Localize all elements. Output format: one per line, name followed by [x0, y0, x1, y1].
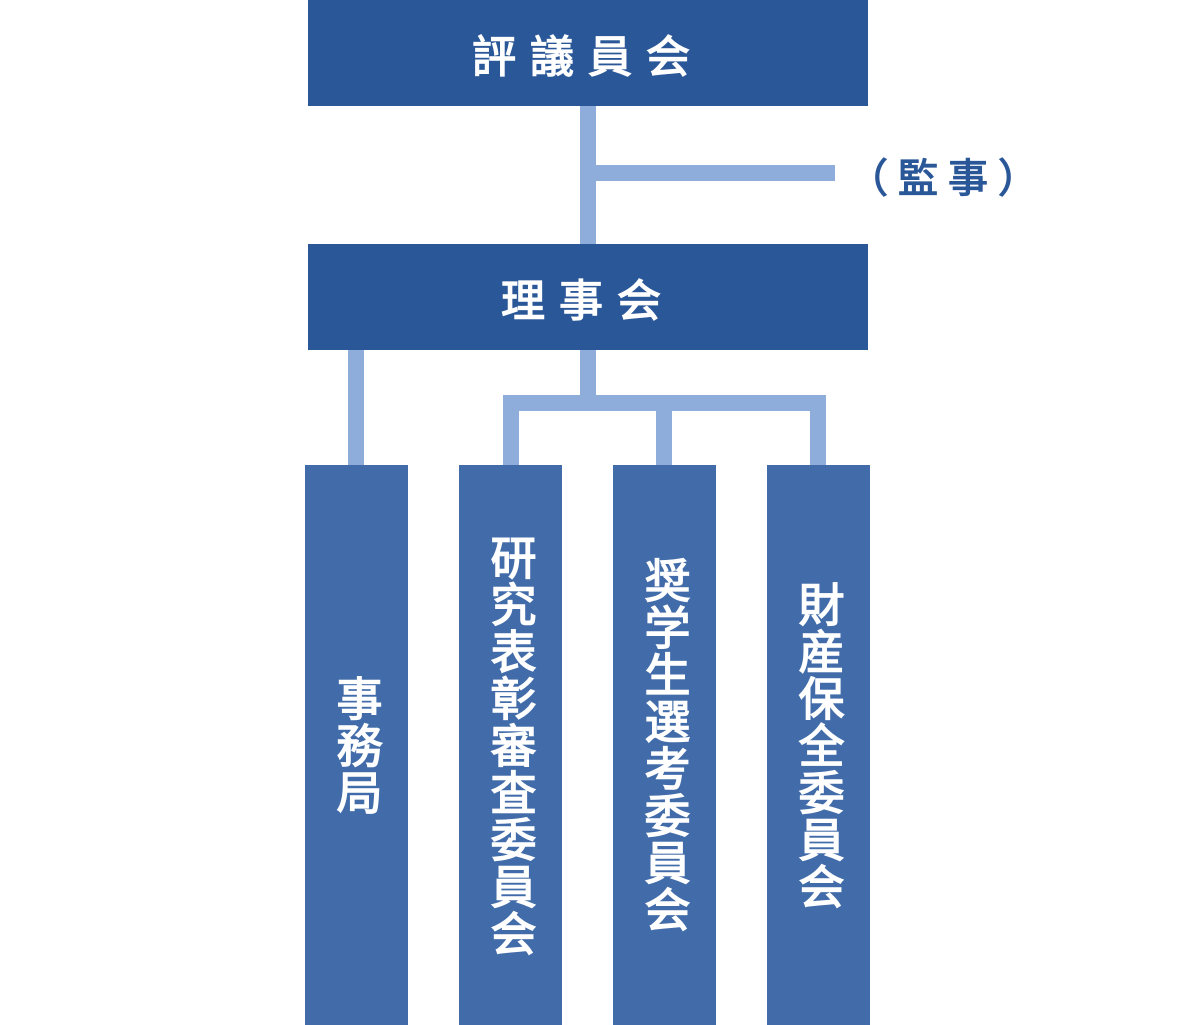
- council-label: 評議員会: [472, 32, 704, 83]
- research-award-committee-label: 研究表彰審査委員会: [483, 533, 538, 957]
- council-box: 評議員会: [308, 0, 868, 106]
- research-award-committee-box: 研究表彰審査委員会: [459, 465, 562, 1025]
- asset-committee-box: 財産保全委員会: [767, 465, 870, 1025]
- connector-council-board: [580, 106, 596, 244]
- connector-research: [503, 395, 519, 465]
- connector-scholarship: [656, 395, 672, 465]
- connector-board-committees: [580, 350, 596, 400]
- secretariat-label: 事務局: [329, 674, 384, 816]
- scholarship-committee-box: 奨学生選考委員会: [613, 465, 716, 1025]
- connector-auditor: [596, 165, 835, 181]
- auditor-label: （監事）: [848, 155, 1048, 202]
- connector-board-secretariat: [348, 350, 364, 465]
- secretariat-box: 事務局: [305, 465, 408, 1025]
- connector-asset: [810, 395, 826, 465]
- board-label: 理事会: [501, 276, 675, 327]
- scholarship-committee-label: 奨学生選考委員会: [637, 557, 692, 933]
- board-box: 理事会: [308, 244, 868, 350]
- asset-committee-label: 財産保全委員会: [791, 580, 846, 910]
